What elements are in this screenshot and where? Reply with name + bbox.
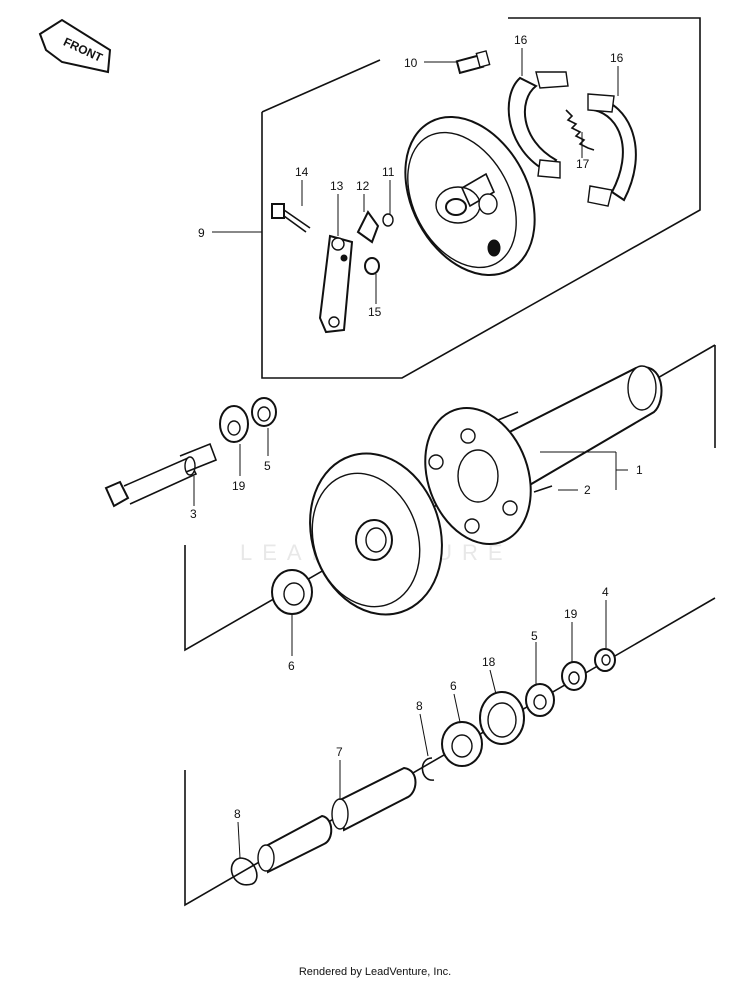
callout-17: 17 bbox=[576, 157, 590, 171]
bearing-6-right bbox=[441, 721, 483, 767]
callout-2: 2 bbox=[584, 483, 591, 497]
callout-9: 9 bbox=[198, 226, 205, 240]
callout-1: 1 bbox=[636, 463, 643, 477]
o-ring-11 bbox=[382, 213, 394, 227]
brake-shoe-right bbox=[587, 93, 637, 207]
spacer-tube-7 bbox=[257, 766, 417, 874]
washer-19-left bbox=[219, 405, 249, 443]
callouts: 1 2 3 4 5 5 6 6 7 8 8 9 10 11 12 13 14 1… bbox=[190, 33, 643, 821]
callout-11: 11 bbox=[382, 165, 395, 179]
nut-15 bbox=[364, 257, 380, 275]
callout-4: 4 bbox=[602, 585, 609, 599]
callout-8-left: 8 bbox=[234, 807, 241, 821]
frame-brake-panel bbox=[261, 17, 701, 379]
callout-5-left: 5 bbox=[264, 459, 271, 473]
spacer-5-left bbox=[251, 397, 277, 427]
callout-5-right: 5 bbox=[531, 629, 538, 643]
callout-3: 3 bbox=[190, 507, 197, 521]
circlip-8-right bbox=[421, 757, 435, 781]
spacer-5-right bbox=[525, 683, 555, 717]
callout-13: 13 bbox=[330, 179, 344, 193]
callout-14: 14 bbox=[295, 165, 309, 179]
washer-19-right bbox=[561, 661, 587, 691]
callout-19-left: 19 bbox=[232, 479, 246, 493]
bearing-6-left bbox=[271, 569, 313, 615]
brake-shoe-left bbox=[507, 71, 569, 179]
callout-12: 12 bbox=[356, 179, 370, 193]
circlip-8-left bbox=[230, 857, 258, 886]
callout-15: 15 bbox=[368, 305, 382, 319]
bolt-14 bbox=[271, 203, 311, 233]
nut-4 bbox=[594, 648, 616, 672]
seal-18 bbox=[479, 691, 525, 745]
axle bbox=[104, 442, 218, 508]
callout-6-left: 6 bbox=[288, 659, 295, 673]
footer-credit: Rendered by LeadVenture, Inc. bbox=[298, 966, 452, 978]
callout-16-right: 16 bbox=[610, 51, 624, 65]
brake-lever bbox=[318, 234, 354, 334]
callout-10: 10 bbox=[404, 56, 418, 70]
cam-pin bbox=[455, 50, 491, 75]
callout-6-right: 6 bbox=[450, 679, 457, 693]
brake-spring bbox=[565, 109, 595, 151]
callout-7: 7 bbox=[336, 745, 343, 759]
callout-16-left: 16 bbox=[514, 33, 528, 47]
brake-panel bbox=[404, 115, 536, 277]
leader-lines bbox=[193, 48, 628, 859]
callout-8-right: 8 bbox=[416, 699, 423, 713]
front-arrow-icon: FRONT bbox=[38, 18, 112, 74]
wheel-hub bbox=[309, 365, 663, 616]
wear-indicator bbox=[356, 210, 380, 244]
callout-18: 18 bbox=[482, 655, 496, 669]
callout-19-right: 19 bbox=[564, 607, 578, 621]
